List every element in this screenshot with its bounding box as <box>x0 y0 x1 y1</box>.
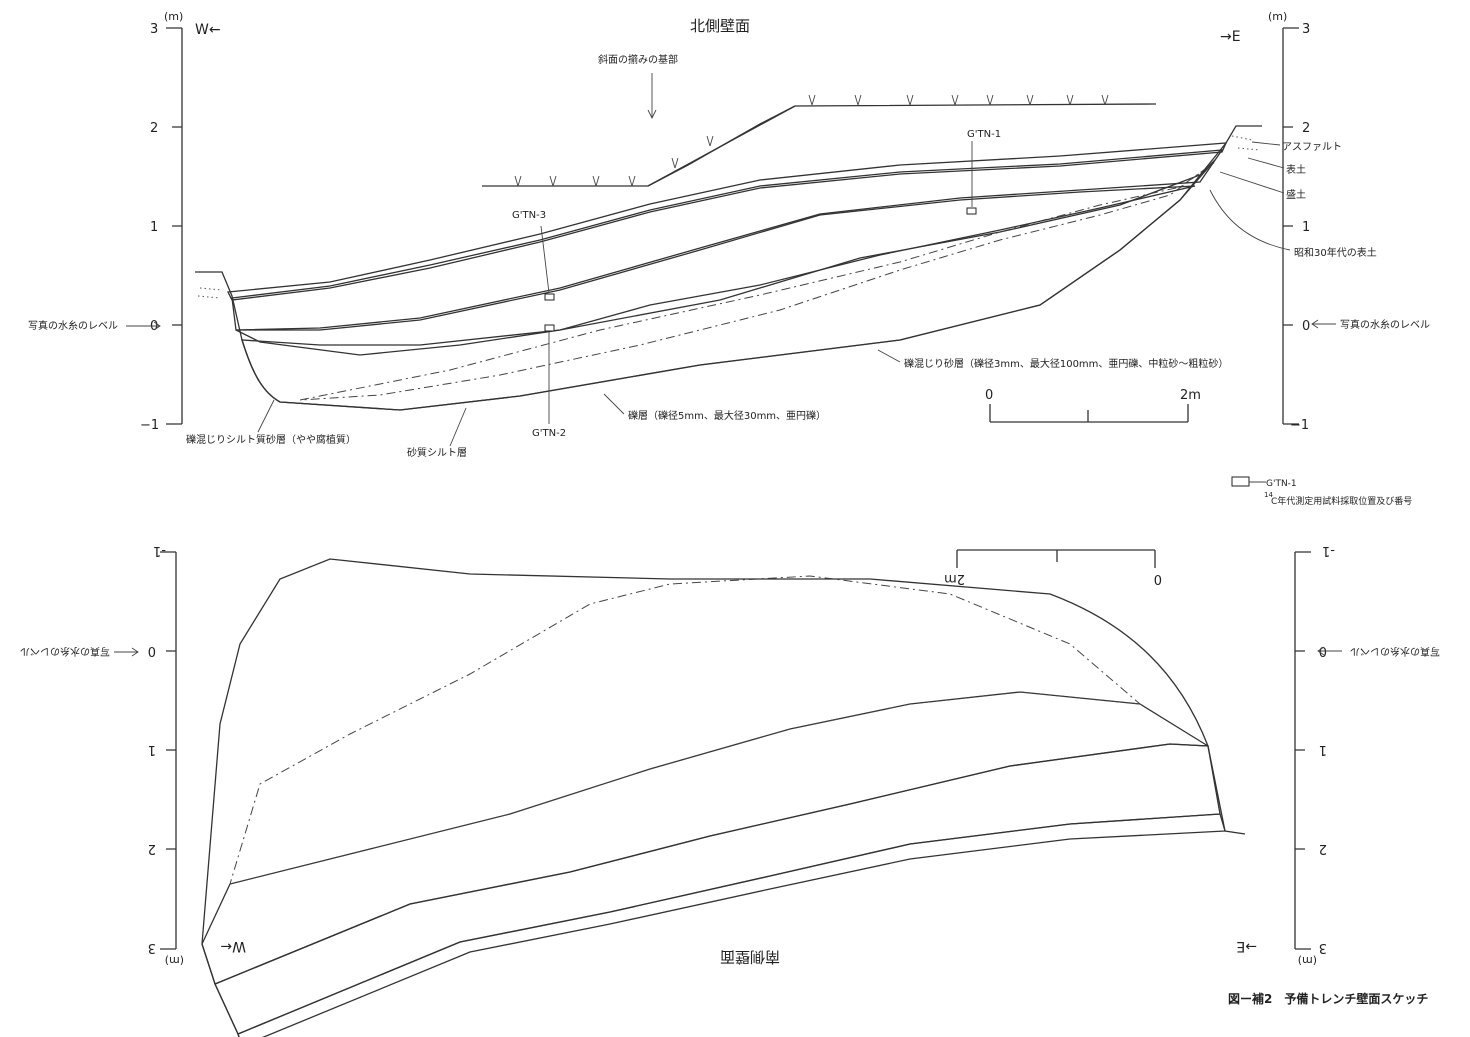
bottom-layer-labels: 礫混じり砂層（礫径3mm、最大径100mm、亜円礫、中粒砂〜粗粒砂） 礫層（礫径… <box>186 349 1228 459</box>
sample-markers: G'TN-1 G'TN-3 G'TN-2 <box>512 129 1001 439</box>
north-right-tick-minus1: −1 <box>1290 418 1309 433</box>
south-right-axis: 3 2 1 0 -1 (m) W← 写真の水糸のレベル <box>20 543 246 967</box>
south-wall-title: 南側壁面 <box>720 948 780 966</box>
label-fill: 盛土 <box>1286 188 1306 201</box>
south-tick-2-left: 2 <box>1319 841 1327 856</box>
label-gravel: 礫層（礫径5mm、最大径30mm、亜円礫） <box>628 409 826 422</box>
south-tick-1-left: 1 <box>1319 742 1327 757</box>
south-scale-bar: 0 2m <box>944 549 1162 586</box>
south-trench-outline <box>201 558 1246 1037</box>
south-water-level-rotated-b: 写真の水糸のレベル <box>20 645 110 658</box>
north-right-unit: (m) <box>1268 10 1287 23</box>
south-tick-3-right: 3 <box>148 940 156 955</box>
south-left-unit: (m) <box>1298 954 1317 967</box>
north-left-tick-3: 3 <box>150 22 158 37</box>
south-tick-minus1-right: -1 <box>153 543 166 558</box>
north-east-marker: →E <box>1220 29 1241 45</box>
south-topsoil-layer <box>237 813 1226 1037</box>
south-tick-0-right: 0 <box>148 643 156 658</box>
north-west-marker: W← <box>195 22 221 38</box>
gravelly-silty-sand-layer <box>235 185 1196 356</box>
legend-sample-box <box>1231 476 1250 487</box>
label-gravelly-silty-sand: 礫混じりシルト質砂層（やや腐植質） <box>186 433 356 446</box>
north-trench-outline <box>195 125 1262 411</box>
south-gravelly-silty-sand-layer <box>201 691 1209 985</box>
south-water-level-rotated-a: 写真の水糸のレベル <box>1350 645 1440 658</box>
label-gravelly-sand: 礫混じり砂層（礫径3mm、最大径100mm、亜円礫、中粒砂〜粗粒砂） <box>904 357 1228 370</box>
south-gravelly-sand-layer <box>229 575 1142 885</box>
south-east-marker: →E <box>1236 938 1257 954</box>
north-left-axis: 3 2 1 0 −1 (m) W← 写真の水糸のレベル <box>28 10 221 433</box>
north-right-tick-2: 2 <box>1302 121 1310 136</box>
sample-label-gtn3: G'TN-3 <box>512 210 546 221</box>
south-tick-3-left: 3 <box>1319 940 1327 955</box>
north-scale-bar: 0 2m <box>985 388 1201 423</box>
north-wall-section: 北側壁面 3 2 1 0 −1 (m) W← 写真の水糸のレベル 3 2 1 0… <box>28 10 1430 459</box>
north-left-tick-minus1: −1 <box>140 418 159 433</box>
south-fill-layer <box>214 743 1221 1035</box>
gravelly-sand-layer <box>299 161 1216 401</box>
north-right-tick-3: 3 <box>1302 22 1310 37</box>
north-right-axis: 3 2 1 0 −1 (m) →E 写真の水糸のレベル <box>1220 10 1430 433</box>
sample-label-gtn2: G'TN-2 <box>532 428 566 439</box>
figure-caption: 図ー補2 予備トレンチ壁面スケッチ <box>1228 991 1428 1006</box>
grass-tufts <box>514 94 1109 187</box>
label-sandy-silt: 砂質シルト層 <box>407 446 467 459</box>
north-right-tick-1: 1 <box>1302 220 1310 235</box>
north-wall-title: 北側壁面 <box>690 17 750 35</box>
label-topsoil: 表土 <box>1286 163 1306 176</box>
south-right-unit: (m) <box>165 954 184 967</box>
north-left-unit: (m) <box>164 10 183 23</box>
south-tick-0-left: 0 <box>1319 643 1327 658</box>
sample-label-gtn1: G'TN-1 <box>967 129 1001 140</box>
south-scale-end: 2m <box>944 571 965 586</box>
slope-base-label: 斜面の擶みの基部 <box>598 53 678 66</box>
north-scale-end: 2m <box>1180 388 1201 403</box>
legend-caption-superscript: 14 <box>1264 491 1273 499</box>
south-tick-1-right: 1 <box>148 742 156 757</box>
legend: G'TN-1 14 C年代測定用試料採取位置及び番号 <box>1231 476 1412 507</box>
north-left-tick-0: 0 <box>150 319 158 334</box>
north-left-tick-1: 1 <box>150 220 158 235</box>
fill-layer <box>231 149 1224 331</box>
legend-sample-id: G'TN-1 <box>1266 479 1297 489</box>
south-wall-section: 南側壁面 3 2 1 0 -1 (m) →E 写真の水糸のレベル 3 2 1 0… <box>20 543 1440 1037</box>
south-scale-start: 0 <box>1154 571 1162 586</box>
north-left-tick-2: 2 <box>150 121 158 136</box>
north-water-level-left: 写真の水糸のレベル <box>28 319 118 332</box>
south-tick-minus1-left: -1 <box>1322 543 1335 558</box>
north-water-level-right: 写真の水糸のレベル <box>1340 318 1430 331</box>
label-asphalt: アスファルト <box>1282 142 1342 153</box>
north-ground-slope <box>647 105 796 187</box>
south-west-marker: W← <box>220 938 246 954</box>
label-showa-topsoil: 昭和30年代の表土 <box>1294 246 1377 259</box>
south-tick-2-right: 2 <box>148 841 156 856</box>
north-right-tick-0: 0 <box>1302 319 1310 334</box>
slope-base-arrow <box>647 73 657 120</box>
north-scale-start: 0 <box>985 388 993 403</box>
topsoil-layer <box>226 142 1228 301</box>
right-layer-labels: アスファルト 表土 盛土 昭和30年代の表土 <box>1209 141 1377 259</box>
legend-caption: C年代測定用試料採取位置及び番号 <box>1271 495 1412 507</box>
south-left-axis: 3 2 1 0 -1 (m) →E 写真の水糸のレベル <box>1236 543 1440 967</box>
